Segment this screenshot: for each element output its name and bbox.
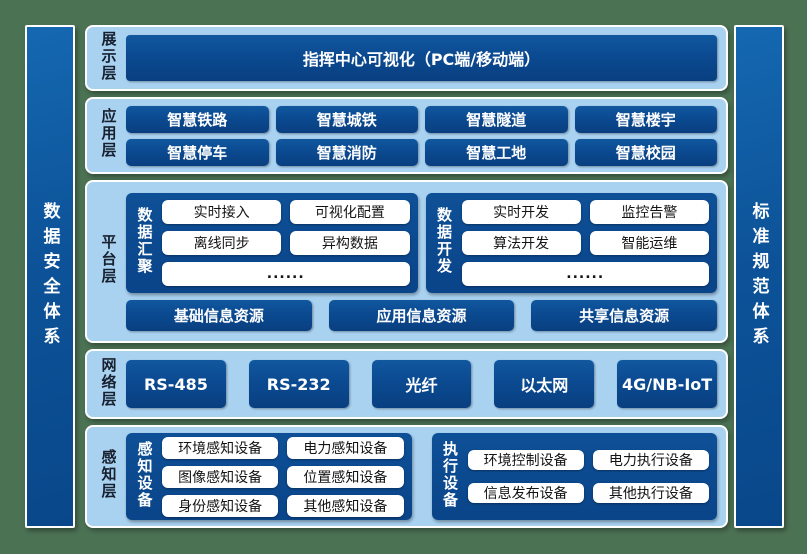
sensing-item: 环境感知设备 xyxy=(162,436,279,459)
actuator-item: 信息发布设备 xyxy=(467,483,584,503)
data-aggregation-label: 数据汇聚 xyxy=(135,206,154,275)
standards-pillar-label: 标准规范体系 xyxy=(748,201,769,352)
platform-item: 实时接入 xyxy=(162,199,282,224)
platform-item-more: ...... xyxy=(162,261,410,286)
data-development-group: 数据开发 实时开发 监控告警 算法开发 智能运维 ...... xyxy=(425,192,717,293)
platform-item: 离线同步 xyxy=(162,230,282,255)
app-item: 智慧停车 xyxy=(126,138,269,166)
app-item: 智慧校园 xyxy=(574,138,717,166)
platform-item: 算法开发 xyxy=(461,230,581,255)
sensing-devices-group: 感知设备 环境感知设备 电力感知设备 图像感知设备 位置感知设备 身份感知设备 … xyxy=(126,433,412,520)
standards-pillar: 标准规范体系 xyxy=(734,25,784,528)
sensing-item: 其他感知设备 xyxy=(287,494,404,517)
platform-item: 可视化配置 xyxy=(290,199,410,224)
actuator-item: 环境控制设备 xyxy=(467,450,584,470)
network-item: 以太网 xyxy=(494,360,595,408)
sensing-item: 图像感知设备 xyxy=(162,465,279,488)
sensing-devices-label: 感知设备 xyxy=(135,440,154,509)
platform-item-more: ...... xyxy=(461,261,709,286)
application-layer-panel: 应用层 智慧铁路 智慧城铁 智慧隧道 智慧楼宇 智慧停车 智慧消防 智慧工地 智… xyxy=(85,97,728,174)
actuator-item: 其他执行设备 xyxy=(592,483,709,503)
data-development-label: 数据开发 xyxy=(435,206,453,275)
sensing-item: 电力感知设备 xyxy=(287,436,404,459)
network-layer-panel: 网络层 RS-485 RS-232 光纤 以太网 4G/NB-IoT xyxy=(85,349,728,419)
display-layer-panel: 展示层 指挥中心可视化（PC端/移动端） xyxy=(85,25,728,91)
actuator-item: 电力执行设备 xyxy=(592,450,709,470)
app-item: 智慧隧道 xyxy=(425,105,568,133)
app-item: 智慧铁路 xyxy=(126,105,269,133)
network-item: RS-485 xyxy=(126,360,226,408)
sensing-item: 身份感知设备 xyxy=(162,494,279,517)
command-center-visualization-bar: 指挥中心可视化（PC端/移动端） xyxy=(126,35,717,81)
application-layer-label: 应用层 xyxy=(99,108,118,159)
network-layer-label: 网络层 xyxy=(99,356,118,408)
data-aggregation-group: 数据汇聚 实时接入 可视化配置 离线同步 异构数据 ...... xyxy=(126,192,418,293)
application-grid: 智慧铁路 智慧城铁 智慧隧道 智慧楼宇 智慧停车 智慧消防 智慧工地 智慧校园 xyxy=(126,105,717,166)
network-item: 光纤 xyxy=(371,360,472,408)
sensing-item: 位置感知设备 xyxy=(287,465,404,488)
app-item: 智慧消防 xyxy=(275,138,418,166)
actuator-devices-label: 执行设备 xyxy=(441,440,459,509)
actuator-devices-group: 执行设备 环境控制设备 电力执行设备 信息发布设备 其他执行设备 xyxy=(431,433,717,520)
platform-item: 实时开发 xyxy=(461,199,581,224)
network-item: 4G/NB-IoT xyxy=(617,360,717,408)
data-security-pillar-label: 数据安全体系 xyxy=(39,201,60,352)
platform-layer-panel: 平台层 数据汇聚 实时接入 可视化配置 离线同步 异构数据 ...... xyxy=(85,180,728,343)
data-security-pillar: 数据安全体系 xyxy=(25,25,75,528)
app-item: 智慧城铁 xyxy=(275,105,418,133)
resource-bar: 基础信息资源 xyxy=(126,299,312,331)
platform-item: 异构数据 xyxy=(290,230,410,255)
perception-layer-label: 感知层 xyxy=(99,449,118,500)
resource-bar: 应用信息资源 xyxy=(328,299,515,331)
platform-layer-label: 平台层 xyxy=(99,234,118,285)
resource-bar: 共享信息资源 xyxy=(531,299,718,331)
display-layer-label: 展示层 xyxy=(99,30,118,82)
network-item: RS-232 xyxy=(248,360,349,408)
layer-stack: 展示层 指挥中心可视化（PC端/移动端） 应用层 智慧铁路 智慧城铁 智慧隧道 … xyxy=(85,25,728,528)
perception-layer-panel: 感知层 感知设备 环境感知设备 电力感知设备 图像感知设备 位置感知设备 身份感… xyxy=(85,425,728,528)
platform-item: 监控告警 xyxy=(589,199,709,224)
app-item: 智慧工地 xyxy=(425,138,568,166)
app-item: 智慧楼宇 xyxy=(574,105,717,133)
platform-item: 智能运维 xyxy=(589,230,709,255)
